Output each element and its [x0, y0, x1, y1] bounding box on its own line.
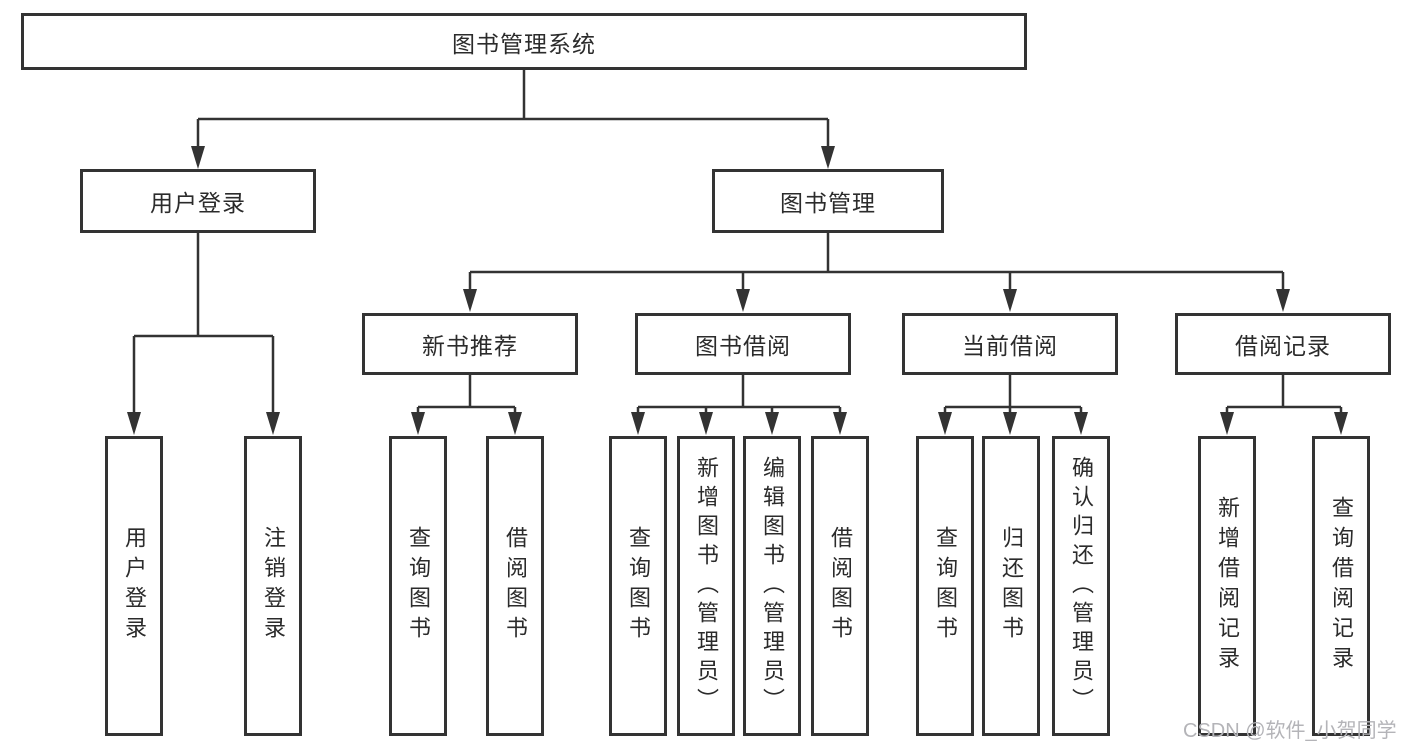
leaf-confirm-return-admin: 确认归还（管理员） — [1052, 436, 1110, 736]
node-book-management-system: 图书管理系统 — [21, 13, 1027, 70]
node-book-management: 图书管理 — [712, 169, 944, 233]
leaf-query-books-recommend: 查询图书 — [389, 436, 447, 736]
leaf-edit-books-admin: 编辑图书（管理员） — [743, 436, 801, 736]
leaf-return-books: 归还图书 — [982, 436, 1040, 736]
leaf-query-borrow-record: 查询借阅记录 — [1312, 436, 1370, 736]
leaf-borrow-books: 借阅图书 — [811, 436, 869, 736]
leaf-query-books-borrowing: 查询图书 — [609, 436, 667, 736]
node-user-login: 用户登录 — [80, 169, 316, 233]
node-borrowing-records: 借阅记录 — [1175, 313, 1391, 375]
leaf-add-books-admin: 新增图书（管理员） — [677, 436, 735, 736]
node-book-borrowing: 图书借阅 — [635, 313, 851, 375]
node-current-borrowing: 当前借阅 — [902, 313, 1118, 375]
leaf-user-login: 用户登录 — [105, 436, 163, 736]
node-new-book-recommendation: 新书推荐 — [362, 313, 578, 375]
leaf-borrow-books-recommend: 借阅图书 — [486, 436, 544, 736]
csdn-watermark: CSDN @软件_小贺同学 — [1183, 720, 1397, 742]
leaf-add-borrow-record: 新增借阅记录 — [1198, 436, 1256, 736]
leaf-query-books-current: 查询图书 — [916, 436, 974, 736]
leaf-logout: 注销登录 — [244, 436, 302, 736]
